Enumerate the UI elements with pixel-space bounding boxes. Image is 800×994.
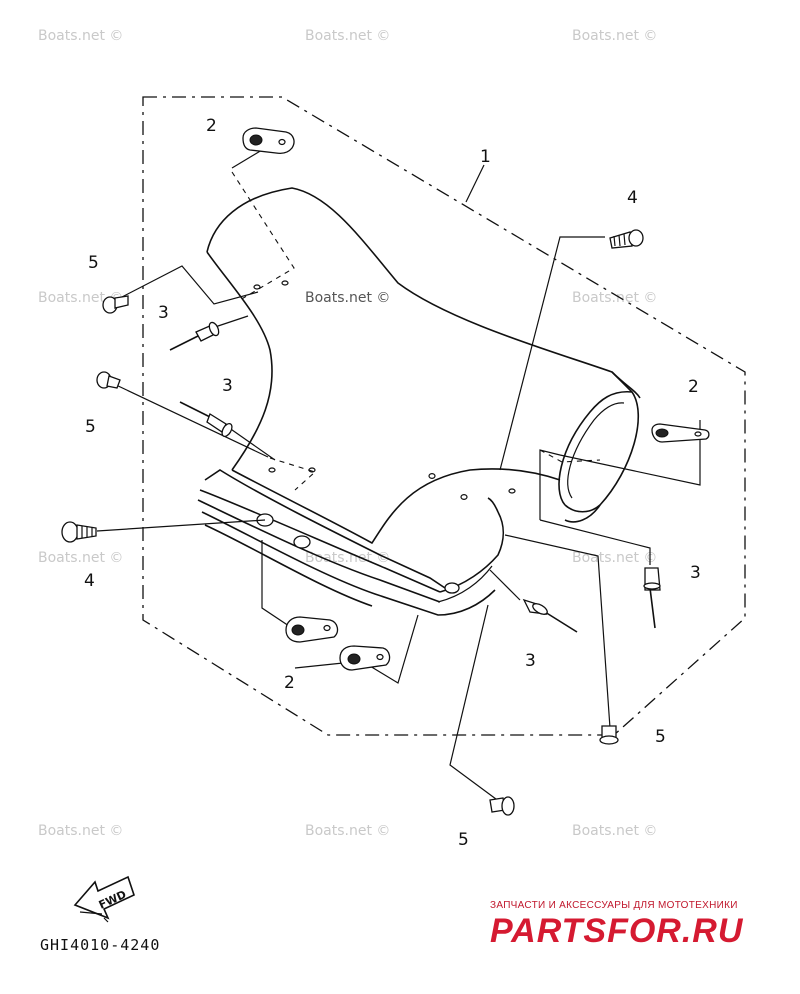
grommet-plate xyxy=(242,127,295,154)
callout-numbers: 1 2 2 2 3 3 3 3 4 4 5 5 5 5 xyxy=(84,116,701,850)
grommet-plate xyxy=(285,616,339,643)
mount-hole xyxy=(508,488,516,494)
callout-4: 4 xyxy=(84,571,95,591)
fwd-arrow-icon: FWD xyxy=(73,875,135,923)
callout-3: 3 xyxy=(158,303,169,323)
engine-cover xyxy=(197,187,641,616)
watermark: Boats.net © xyxy=(38,28,123,44)
watermark: Boats.net © xyxy=(305,290,390,306)
bolt xyxy=(599,725,619,745)
callout-3: 3 xyxy=(222,376,233,396)
mount-hole xyxy=(253,284,261,290)
callout-5: 5 xyxy=(458,830,469,850)
watermark: Boats.net © xyxy=(38,550,123,566)
callout-5: 5 xyxy=(85,417,96,437)
mount-hole xyxy=(460,494,468,501)
watermark: Boats.net © xyxy=(305,28,390,44)
bolt xyxy=(489,796,515,816)
site-banner: ЗАПЧАСТИ И АКСЕССУАРЫ ДЛЯ МОТОТЕХНИКИ PA… xyxy=(490,900,790,960)
flange-boss xyxy=(293,535,311,549)
diagram-code: GHI4010-4240 xyxy=(40,936,160,954)
watermark: Boats.net © xyxy=(305,823,390,839)
site-logo: PARTSFOR.RU xyxy=(490,912,744,950)
callout-2: 2 xyxy=(688,377,699,397)
watermark: Boats.net © xyxy=(572,550,657,566)
mount-hole xyxy=(268,467,276,473)
bolt xyxy=(102,295,129,314)
mount-hole xyxy=(428,473,436,480)
callout-5: 5 xyxy=(655,727,666,747)
callout-5: 5 xyxy=(88,253,99,273)
site-caption: ЗАПЧАСТИ И АКСЕССУАРЫ ДЛЯ МОТОТЕХНИКИ xyxy=(490,900,738,911)
bolt xyxy=(96,371,121,389)
watermark: Boats.net © xyxy=(38,823,123,839)
watermark: Boats.net © xyxy=(572,28,657,44)
screw xyxy=(61,521,97,543)
rivet xyxy=(522,598,578,633)
watermark-layer: Boats.net © Boats.net © Boats.net © Boat… xyxy=(38,28,657,839)
grommet-plate xyxy=(651,423,710,443)
callout-3: 3 xyxy=(525,651,536,671)
callout-2: 2 xyxy=(284,673,295,693)
rivet xyxy=(643,567,661,629)
callout-3: 3 xyxy=(690,563,701,583)
leader-lines xyxy=(96,149,701,803)
callout-2: 2 xyxy=(206,116,217,136)
watermark: Boats.net © xyxy=(572,290,657,306)
watermark: Boats.net © xyxy=(572,823,657,839)
screw xyxy=(609,229,644,249)
grommet-plate xyxy=(339,645,391,671)
callout-1: 1 xyxy=(480,147,491,167)
rivet xyxy=(179,401,233,438)
alignment-lines xyxy=(231,171,601,491)
assembly-boundary xyxy=(142,96,746,736)
watermark: Boats.net © xyxy=(38,290,123,306)
mount-hole xyxy=(281,280,289,286)
rivet xyxy=(169,321,220,351)
callout-4: 4 xyxy=(627,188,638,208)
flange-boss xyxy=(444,582,460,594)
